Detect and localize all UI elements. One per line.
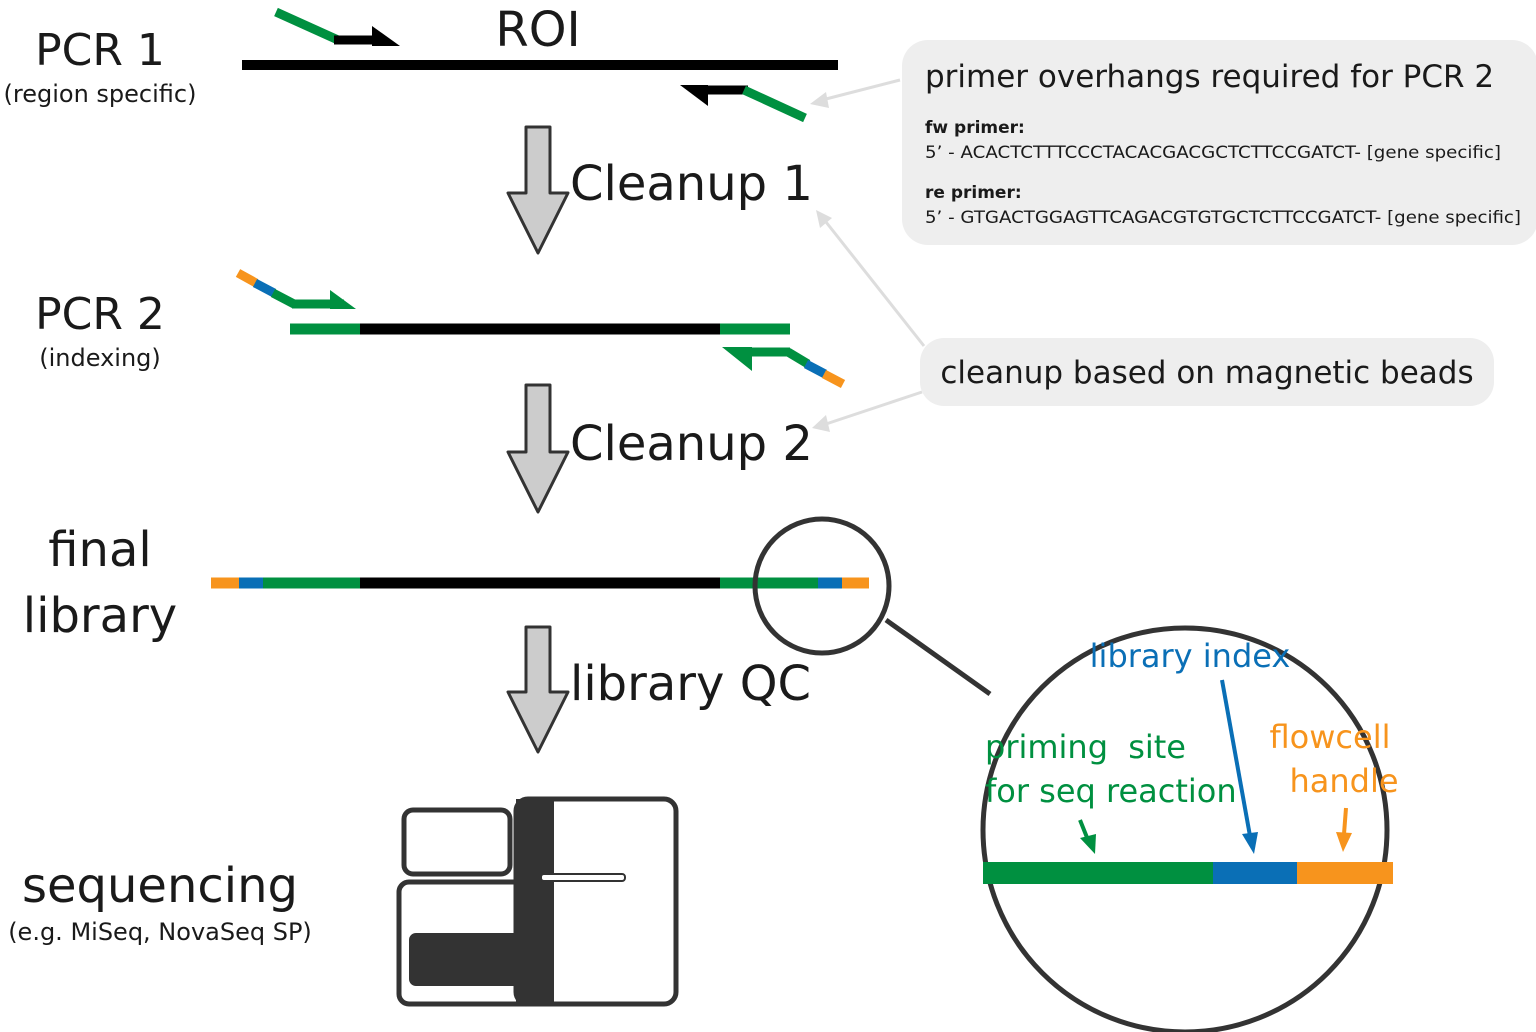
zoom-index-pointer-icon	[1220, 679, 1258, 854]
beads-pointer-cleanup2-icon	[812, 390, 923, 432]
beads-pointer-cleanup1-icon	[816, 210, 926, 347]
pcr1-step: PCR 1 (region specific) ROI	[4, 2, 838, 123]
fw-primer-heading: fw primer:	[925, 118, 1025, 138]
pcr2-step: PCR 2 (indexing)	[35, 269, 846, 388]
sequencing-step: sequencing (e.g. MiSeq, NovaSeq SP)	[8, 796, 679, 1007]
pcr1-forward-primer-icon	[274, 7, 400, 46]
beads-callout-text: cleanup based on magnetic beads	[940, 355, 1473, 391]
zoom-priming-word2: site	[1128, 728, 1186, 766]
sequencing-subtitle: (e.g. MiSeq, NovaSeq SP)	[8, 918, 312, 946]
zoom-flowcell-label-line2: handle	[1289, 762, 1398, 800]
cleanup1-arrow-icon	[506, 125, 570, 255]
re-primer-sequence: 5’ - GTGACTGGAGTTCAGACGTGTGCTCTTCCGATCT-…	[925, 208, 1521, 228]
fw-primer-sequence: 5’ - ACACTCTTTCCCTACACGACGCTCTTCCGATCT- …	[925, 143, 1501, 163]
zoom-flowcell-pointer-icon	[1336, 807, 1352, 852]
pcr2-forward-primer-icon	[235, 269, 356, 309]
overhang-callout: primer overhangs required for PCR 2 fw p…	[902, 40, 1536, 245]
pcr2-subtitle: (indexing)	[39, 344, 161, 372]
library-qc-label: library QC	[570, 656, 811, 712]
overhang-pointer-icon	[810, 78, 901, 108]
zoom-priming-label-line2: for seq reaction	[985, 772, 1237, 810]
final-library-step: final library priming site for	[23, 516, 1399, 1032]
re-primer-heading: re primer:	[925, 183, 1022, 203]
pcr2-reverse-primer-icon	[722, 347, 846, 388]
beads-callout-box	[920, 338, 1494, 406]
sequencing-title: sequencing	[22, 858, 298, 914]
overhang-callout-box	[902, 40, 1536, 245]
magnifier-icon	[752, 516, 1390, 1032]
cleanup1-label: Cleanup 1	[570, 156, 813, 212]
zoom-index-label: library index	[1090, 637, 1291, 675]
zoom-priming-pointer-icon	[1078, 819, 1096, 854]
zoom-priming-word1: priming	[985, 728, 1108, 766]
final-label-line2: library	[23, 588, 177, 644]
pcr2-title: PCR 2	[35, 289, 165, 340]
zoom-flowcell-label-line1: flowcell	[1270, 718, 1391, 756]
zoom-priming-label-line1: priming site	[985, 728, 1186, 766]
cleanup2-arrow-icon	[506, 383, 570, 514]
cleanup2-label: Cleanup 2	[570, 416, 813, 472]
library-qc-arrow-icon	[506, 625, 570, 754]
final-label-line1: final	[48, 522, 151, 578]
pcr1-subtitle: (region specific)	[4, 80, 197, 108]
pcr1-reverse-primer-icon	[680, 85, 807, 123]
beads-callout: cleanup based on magnetic beads	[920, 338, 1494, 406]
sequencer-device-icon	[396, 796, 679, 1007]
overhang-callout-title: primer overhangs required for PCR 2	[925, 59, 1494, 95]
roi-label: ROI	[495, 2, 580, 58]
pcr1-title: PCR 1	[35, 25, 165, 76]
